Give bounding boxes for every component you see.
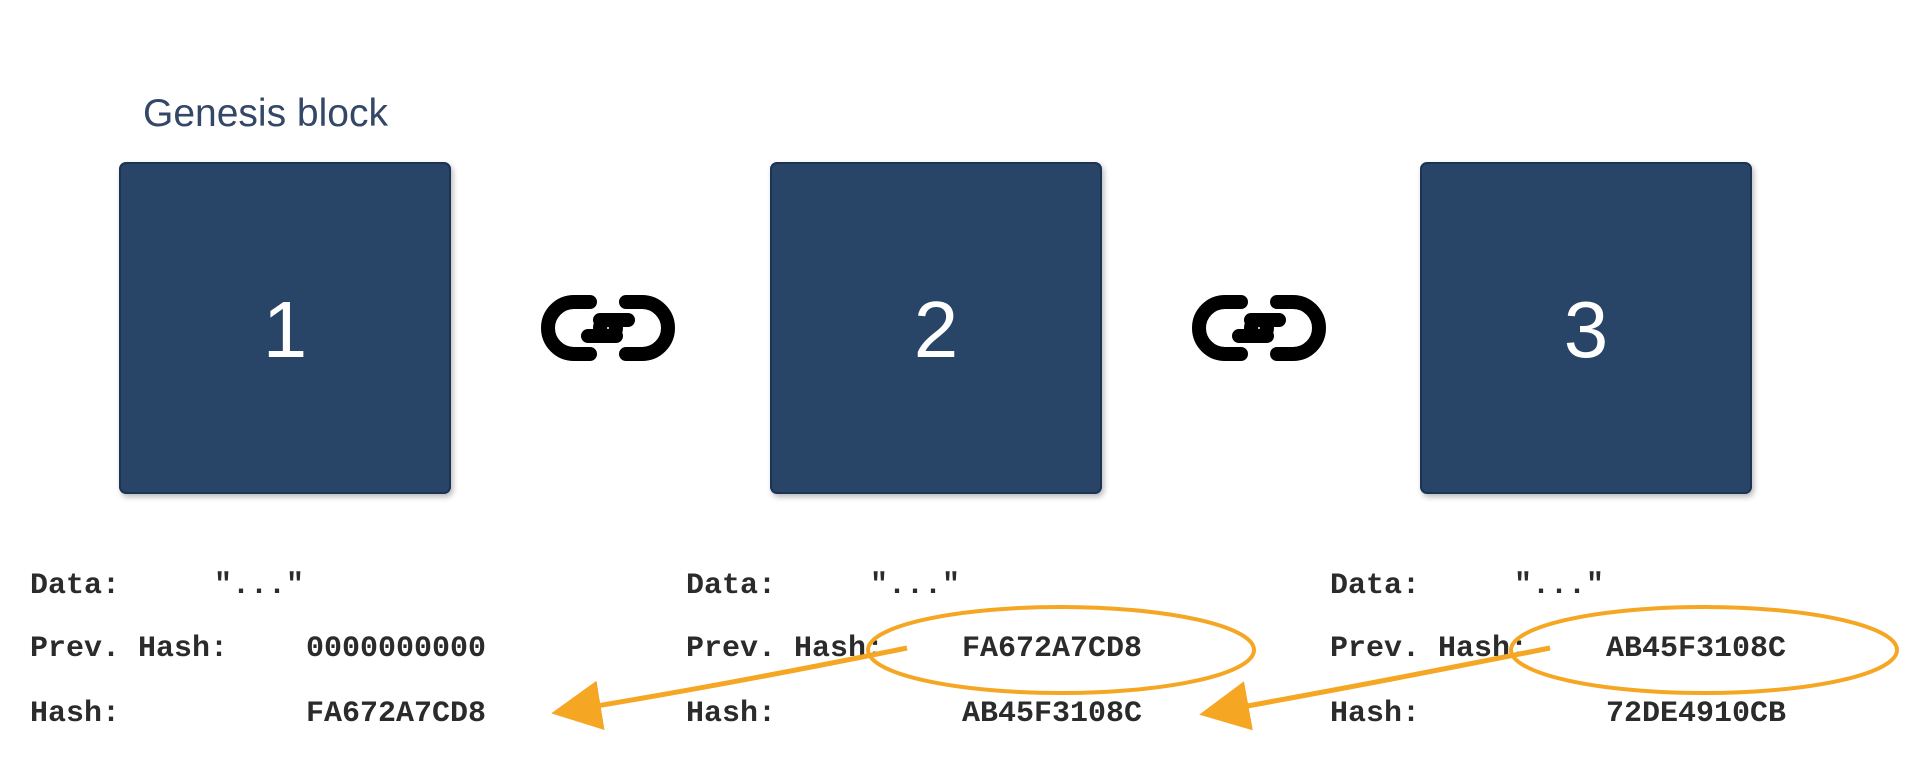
block-1-prev-hash-value: 0000000000 xyxy=(306,632,487,666)
block-2-prev-hash-label: Prev. Hash: xyxy=(686,632,885,666)
block-number: 1 xyxy=(262,285,308,374)
block-1-data-label: Data: xyxy=(30,569,121,603)
block-number: 3 xyxy=(1563,285,1609,374)
block-2-prev-hash-value: FA672A7CD8 xyxy=(962,632,1143,666)
block-3-hash-label: Hash: xyxy=(1330,697,1421,731)
block-3-hash-value: 72DE4910CB xyxy=(1606,697,1787,731)
block-2: 2 xyxy=(770,162,1102,494)
block-1-data-value: "..." xyxy=(214,569,305,603)
genesis-block-label: Genesis block xyxy=(143,92,388,135)
block-3-prev-hash-label: Prev. Hash: xyxy=(1330,632,1529,666)
block-3-prev-hash-value: AB45F3108C xyxy=(1606,632,1787,666)
chain-link-icon xyxy=(541,295,675,361)
block-1-prev-hash-label: Prev. Hash: xyxy=(30,632,229,666)
block-3-data-label: Data: xyxy=(1330,569,1421,603)
block-3: 3 xyxy=(1420,162,1752,494)
block-number: 2 xyxy=(913,285,959,374)
block-1-hash-label: Hash: xyxy=(30,697,121,731)
block-3-data-value: "..." xyxy=(1514,569,1605,603)
block-2-hash-label: Hash: xyxy=(686,697,777,731)
block-1: 1 xyxy=(119,162,451,494)
block-2-data-value: "..." xyxy=(870,569,961,603)
block-2-data-label: Data: xyxy=(686,569,777,603)
block-1-hash-value: FA672A7CD8 xyxy=(306,697,487,731)
chain-link-icon xyxy=(1192,295,1326,361)
block-2-hash-value: AB45F3108C xyxy=(962,697,1143,731)
